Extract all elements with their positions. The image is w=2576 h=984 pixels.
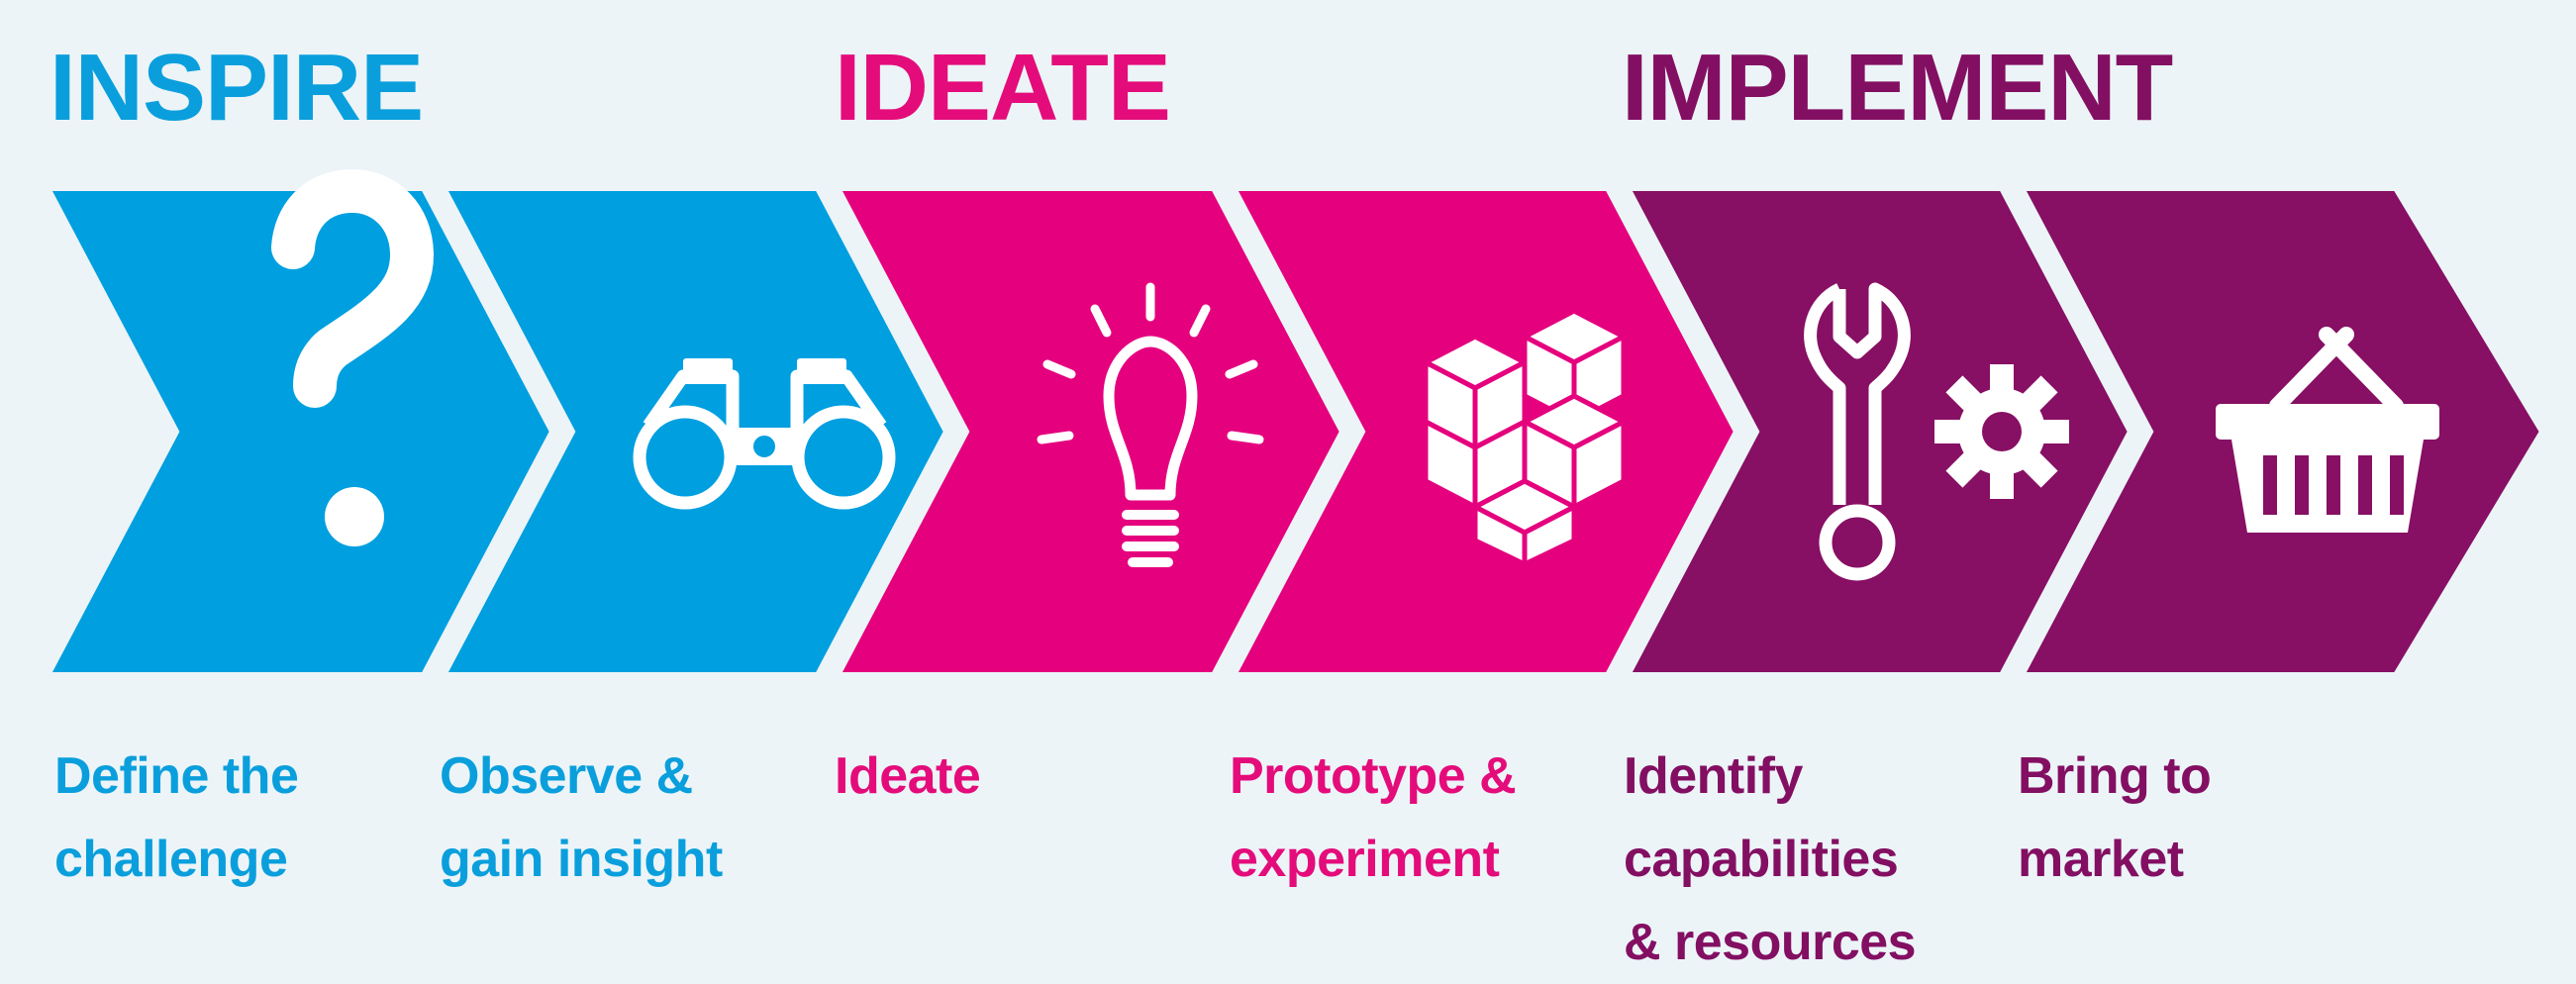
wrench-gear-icon: [1804, 282, 2069, 581]
step-label-identify-capabilities: Identify capabilities & resources: [1624, 747, 1917, 971]
step-label-prototype-experiment: Prototype & experiment: [1230, 747, 1517, 888]
cubes-icon: [1423, 308, 1627, 567]
step-label-observe-gain-insight: Observe & gain insight: [440, 747, 723, 888]
phase-title-inspire: INSPIRE: [50, 35, 424, 141]
phase-title-implement: IMPLEMENT: [1622, 35, 2173, 141]
step-label-bring-to-market: Bring to market: [2018, 747, 2212, 888]
binoculars-icon: [633, 358, 896, 510]
phase-title-ideate: IDEATE: [835, 35, 1171, 141]
chevron-ideate: [833, 185, 1346, 678]
process-chevron-diagram: [43, 169, 2542, 678]
chevron-observe-gain-insight: [439, 185, 950, 678]
step-label-define-the-challenge: Define the challenge: [54, 747, 299, 888]
lightbulb-icon: [1037, 282, 1264, 567]
chevron-define-the-challenge: [43, 185, 556, 678]
basket-icon: [2216, 327, 2439, 533]
step-label-ideate: Ideate: [835, 747, 981, 805]
question-mark-icon: [271, 169, 434, 546]
